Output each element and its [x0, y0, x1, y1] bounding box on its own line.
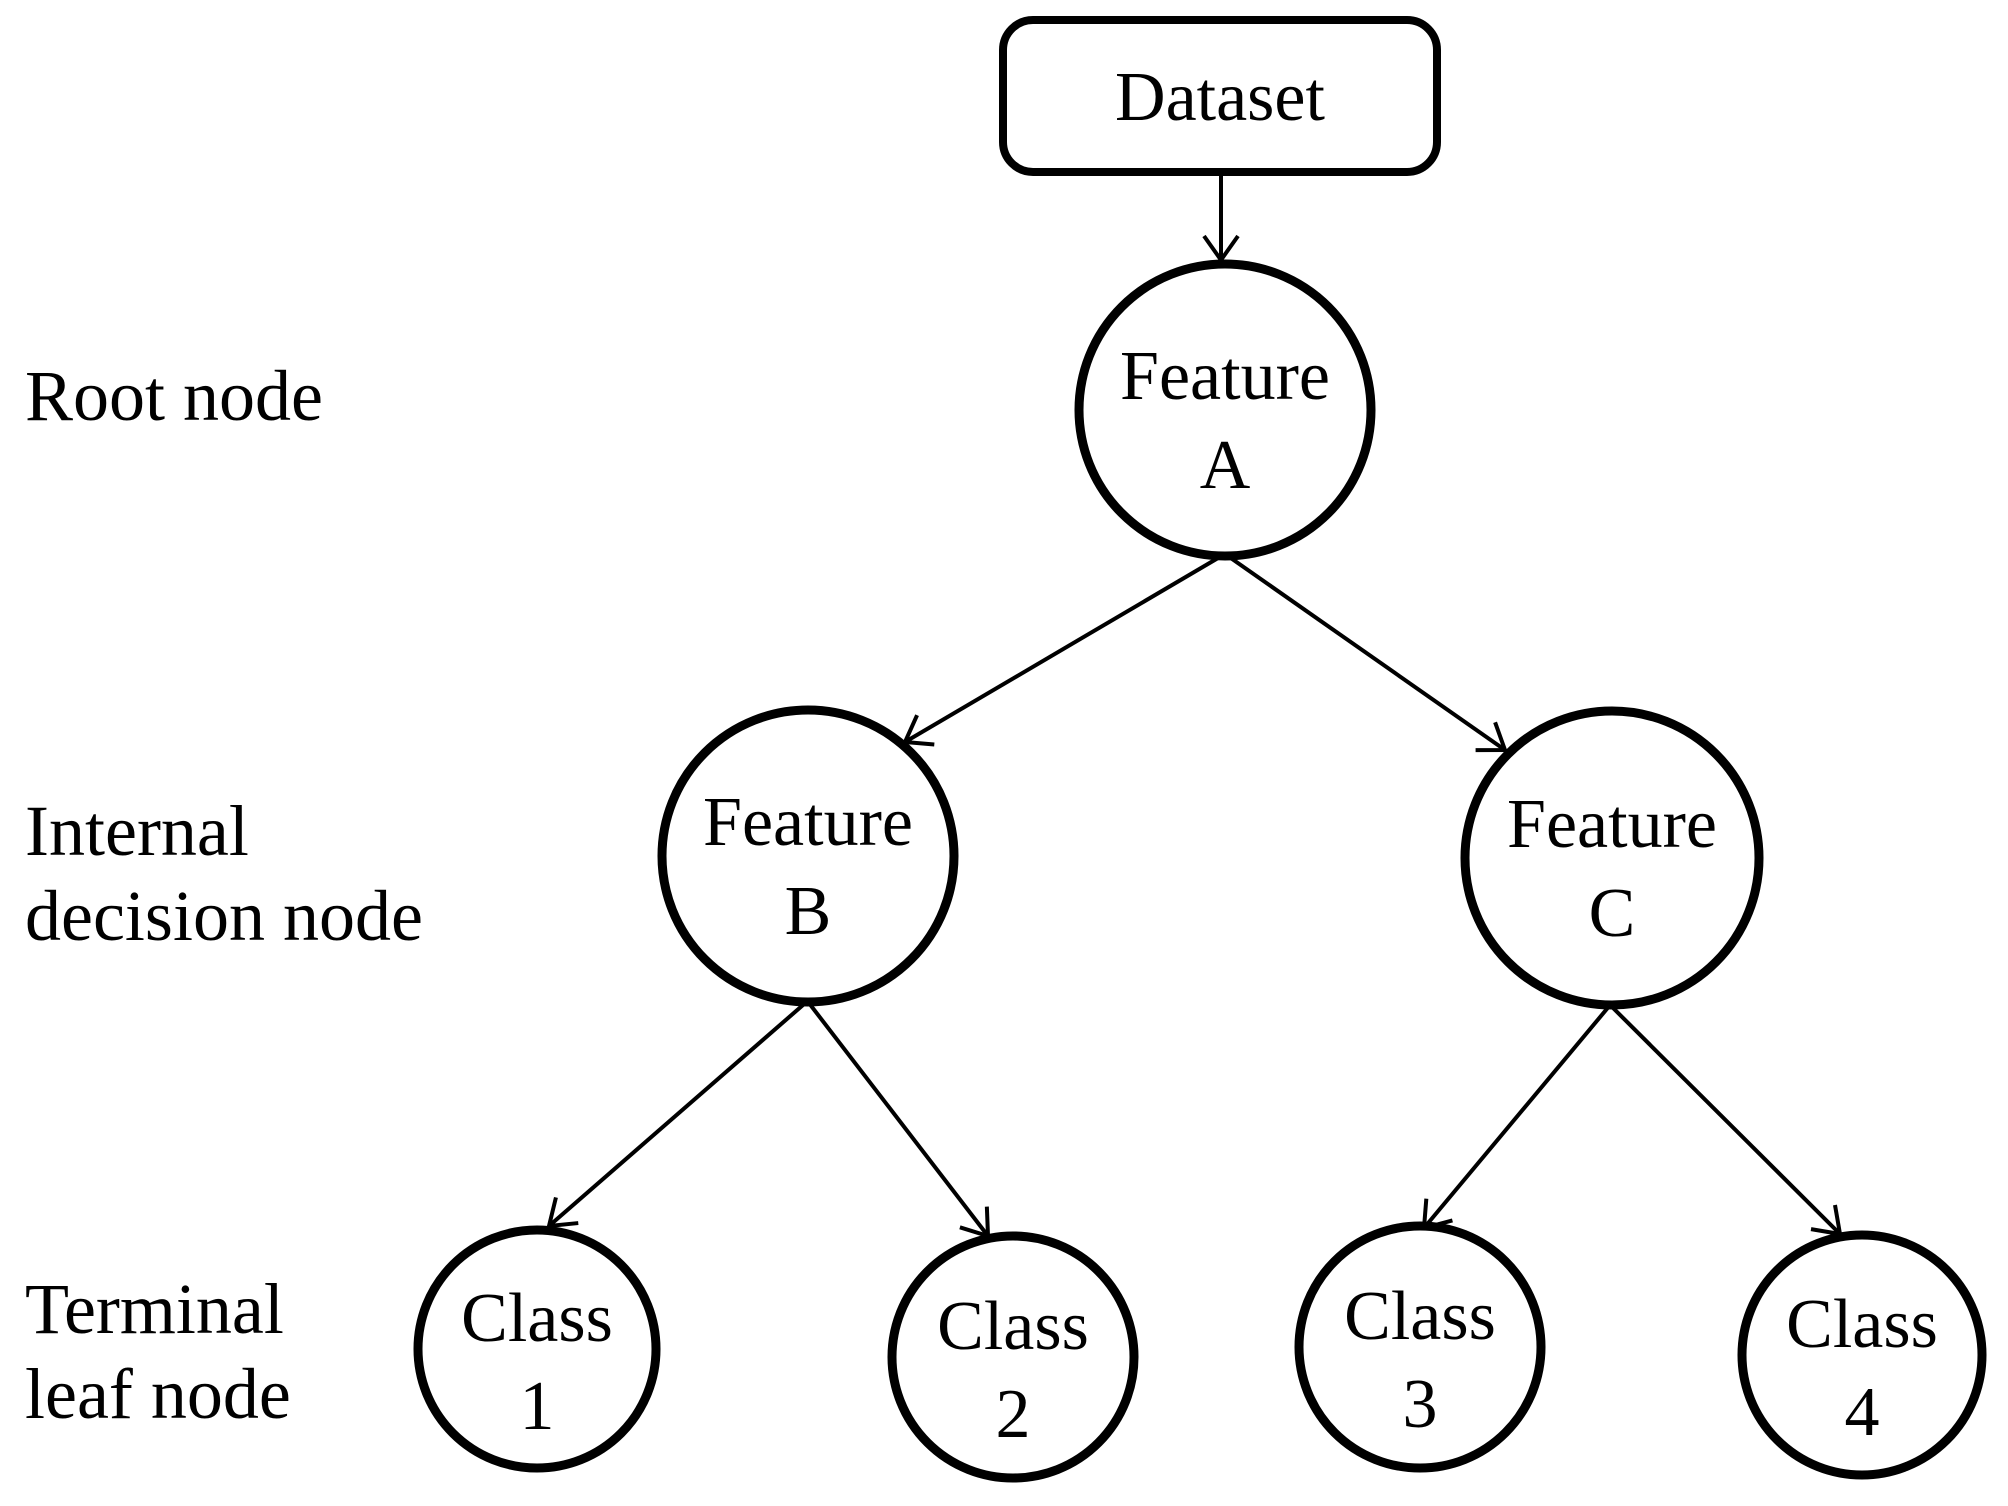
edge-feature-c-to-class-4 — [1590, 985, 1843, 1237]
node-class-3-label-line1: Class — [1344, 1278, 1496, 1355]
node-class-2-label-line2: 2 — [996, 1376, 1031, 1453]
node-feature-b-label-line1: Feature — [703, 784, 913, 861]
node-feature-a-label-line2: A — [1200, 427, 1251, 504]
node-class-1-label-line1: Class — [461, 1280, 613, 1357]
node-feature-a — [1074, 259, 1376, 561]
node-class-1-label-line2: 1 — [520, 1368, 555, 1445]
edge-feature-a-to-feature-b — [902, 539, 1249, 747]
node-feature-b — [657, 705, 959, 1007]
edge-feature-b-to-class-1 — [546, 983, 828, 1229]
edge-feature-a-to-feature-c — [1203, 538, 1508, 753]
node-class-4 — [1737, 1230, 1987, 1480]
node-feature-a-label-line1: Feature — [1120, 338, 1330, 415]
node-feature-c — [1460, 706, 1764, 1010]
row-label-terminal-line1: Terminal — [25, 1269, 284, 1349]
row-label-root-node: Root node — [25, 356, 323, 436]
dataset-label: Dataset — [1115, 59, 1325, 136]
node-feature-c-label-line1: Feature — [1507, 786, 1717, 863]
row-label-internal-line2: decision node — [25, 876, 423, 956]
row-label-internal-line1: Internal — [25, 791, 249, 871]
node-class-4-label-line2: 4 — [1845, 1374, 1880, 1451]
node-class-3-label-line2: 3 — [1403, 1366, 1438, 1443]
edge-feature-b-to-class-2 — [790, 979, 991, 1239]
node-class-1 — [413, 1225, 661, 1473]
node-feature-c-label-line2: C — [1589, 875, 1636, 952]
node-class-2-label-line1: Class — [937, 1288, 1089, 1365]
row-label-terminal-line2: leaf node — [25, 1354, 291, 1434]
node-class-2 — [887, 1231, 1139, 1483]
edge-feature-c-to-class-3 — [1421, 984, 1628, 1231]
node-class-3 — [1294, 1221, 1546, 1473]
node-class-4-label-line1: Class — [1786, 1286, 1938, 1363]
node-feature-b-label-line2: B — [785, 873, 832, 950]
dataset-box — [999, 16, 1441, 176]
